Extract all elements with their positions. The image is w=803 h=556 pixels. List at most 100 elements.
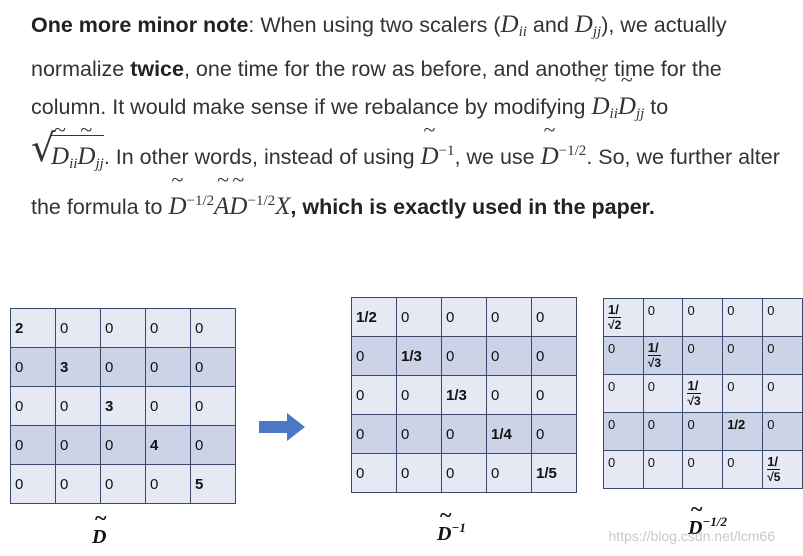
matrix-cell: 3 [55,347,101,387]
matrix-cell: 1/√2 [603,298,644,337]
matrix-cell: 0 [486,375,532,415]
matrix-cell: 0 [396,414,442,454]
emphasis-conclusion: , which is exactly used in the paper. [290,195,655,219]
lead-text: One more minor note [31,13,249,37]
matrix-cell: 0 [682,450,724,489]
matrix-cell: 0 [10,464,56,504]
text-segment: to [644,95,669,119]
math-d-neg-half: D−1/2 [541,119,587,170]
matrix-cell: 0 [531,336,577,376]
matrix-cell: 0 [682,412,724,451]
matrix-cell: 0 [396,297,442,337]
matrix-cell: 0 [396,453,442,493]
matrix-cell: 0 [642,450,684,489]
matrix-cell: 4 [145,425,191,465]
matrix-cell: 0 [55,425,101,465]
matrix-cell: 0 [642,374,684,413]
matrix-cell: 1/5 [531,453,577,493]
matrix-cell: 0 [55,308,101,348]
matrix-cell: 0 [55,386,101,426]
matrix-cell: 1/2 [351,297,397,337]
matrix-cell: 1/√5 [762,450,803,489]
matrix-cell: 2 [10,308,56,348]
matrix-cell: 0 [351,414,397,454]
matrix-cell: 0 [55,464,101,504]
matrix-cell: 0 [351,375,397,415]
matrix-cell: 1/3 [396,336,442,376]
matrix-cell: 0 [642,412,684,451]
matrix-cell: 0 [722,450,764,489]
math-formula: D−1/2AD−1/2X [168,169,290,220]
label-d-inverse: D−1 [437,504,466,546]
math-djj: Djj [575,0,601,40]
matrix-cell: 1/2 [722,412,764,451]
matrix-cell: 0 [762,336,803,375]
matrix-cell: 0 [190,386,236,426]
matrix-cell: 0 [762,412,803,451]
matrix-cell: 0 [145,386,191,426]
matrix-cell: 0 [351,336,397,376]
matrix-cell: 0 [100,425,146,465]
matrix-cell: 1/4 [486,414,532,454]
matrix-cell: 0 [441,453,487,493]
matrix-cell: 0 [145,464,191,504]
matrix-cell: 0 [10,386,56,426]
matrix-cell: 0 [486,336,532,376]
matrix-cell: 0 [722,374,764,413]
matrix-cell: 1/3 [441,375,487,415]
explanation-paragraph: One more minor note: When using two scal… [31,0,791,226]
matrix-cell: 0 [190,347,236,387]
matrix-cell: 0 [722,298,764,337]
arrow-right-icon [259,413,305,441]
matrix-cell: 0 [682,298,724,337]
matrix-cell: 0 [603,450,644,489]
matrix-cell: 1/√3 [642,336,684,375]
matrix-cell: 0 [531,375,577,415]
watermark: https://blog.csdn.net/lcm66 [608,528,775,544]
matrix-cell: 0 [722,336,764,375]
matrix-cell: 0 [100,347,146,387]
matrix-cell: 0 [642,298,684,337]
matrix-cell: 0 [145,347,191,387]
matrix-cell: 0 [531,414,577,454]
text-segment: and [526,13,575,37]
matrix-cell: 1/√3 [682,374,724,413]
text-segment: . In other words, instead of using [103,145,421,169]
matrix-cell: 0 [351,453,397,493]
matrix-cell: 0 [603,412,644,451]
emphasis-twice: twice [130,57,184,81]
matrix-cell: 0 [441,414,487,454]
matrix-cell: 0 [531,297,577,337]
matrix-cell: 0 [441,336,487,376]
text-segment: : When using two scalers ( [248,13,501,37]
matrix-cell: 0 [145,308,191,348]
matrix-cell: 0 [10,425,56,465]
matrix-cell: 0 [441,297,487,337]
matrix-cell: 0 [10,347,56,387]
label-d-neg-half: D−1/2 [688,498,727,540]
matrix-cell: 5 [190,464,236,504]
matrix-cell: 3 [100,386,146,426]
text-segment: , we use [454,145,541,169]
text-segment: ), we actually normalize [31,13,727,81]
matrix-cell: 0 [603,374,644,413]
matrix-cell: 0 [762,374,803,413]
math-dii-djj: DiiDjj [591,69,644,122]
